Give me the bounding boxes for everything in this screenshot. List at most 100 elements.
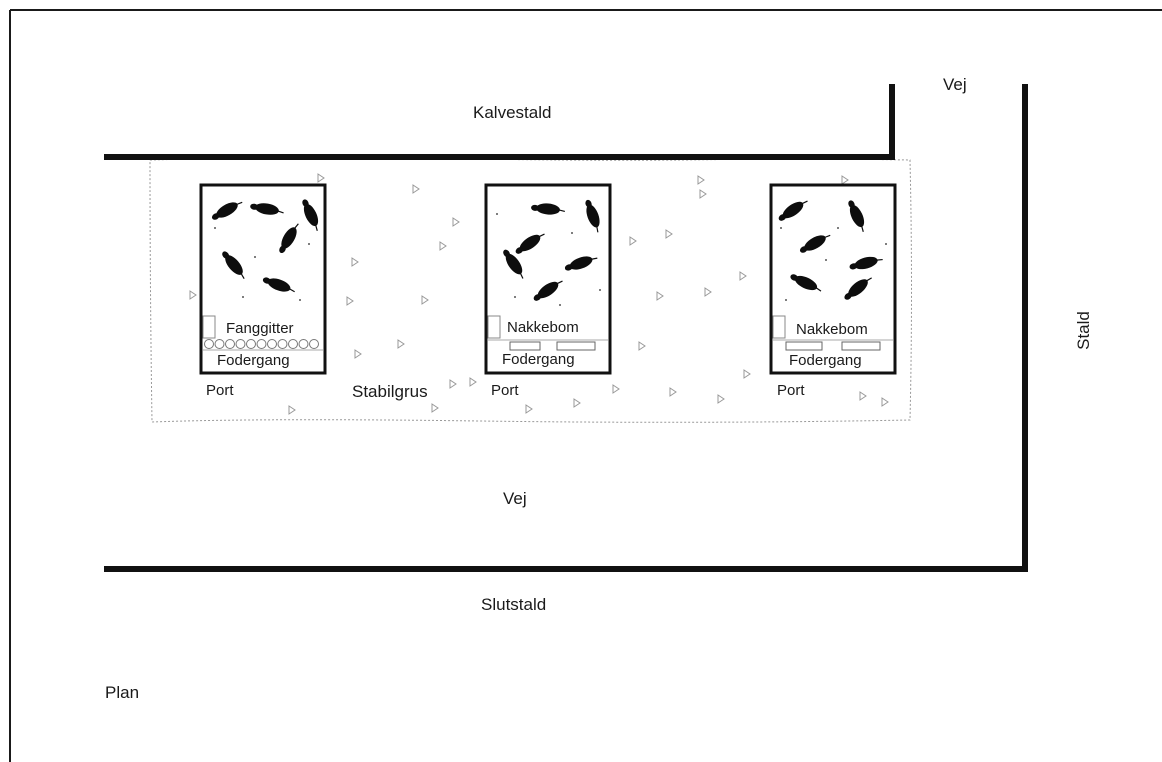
fanggitter-ring	[225, 339, 235, 349]
pen-middle-gate-label: Port	[491, 382, 519, 399]
cow-icon	[790, 274, 822, 292]
hay-speck	[308, 243, 310, 245]
road-label-middle: Vej	[503, 489, 527, 508]
hay-speck	[214, 227, 216, 229]
gravel-mark-icon	[288, 405, 296, 415]
pen-left	[199, 183, 327, 375]
hay-speck	[496, 213, 498, 215]
gravel-mark-icon	[317, 173, 325, 183]
neck-rail-segment	[509, 341, 541, 351]
fanggitter-ring	[267, 339, 277, 349]
hay-speck	[599, 289, 601, 291]
cow-icon	[302, 199, 319, 231]
gravel-mark-icon	[717, 394, 725, 404]
slutstald-label: Slutstald	[481, 595, 547, 614]
cow-icon	[585, 199, 600, 233]
gravel-mark-icon	[629, 236, 637, 246]
neck-rail-segment	[841, 341, 881, 351]
cow-icon	[222, 251, 245, 279]
fanggitter-ring	[288, 339, 298, 349]
pen-right-feed-label: Fodergang	[789, 352, 862, 369]
gravel-mark-icon	[638, 341, 646, 351]
gravel-mark-icon	[439, 241, 447, 251]
cows	[211, 199, 887, 306]
fanggitter-ring	[214, 339, 225, 349]
gravel-mark-icon	[743, 369, 751, 379]
hay-speck	[837, 227, 839, 229]
fanggitter-ring	[309, 339, 319, 349]
hay-speck	[780, 227, 782, 229]
cow-icon	[564, 256, 598, 271]
cow-icon	[844, 277, 872, 300]
gravel-mark-icon	[189, 290, 197, 300]
cow-icon	[279, 223, 299, 254]
gravel-mark-icon	[739, 271, 747, 281]
gravel-mark-icon	[449, 379, 457, 389]
gate-post	[772, 315, 786, 339]
cow-icon	[503, 249, 524, 279]
kalvestald-label: Kalvestald	[473, 103, 552, 122]
hay-speck	[254, 256, 256, 258]
hay-speck	[514, 296, 516, 298]
gravel-mark-icon	[656, 291, 664, 301]
gravel-mark-icon	[525, 404, 533, 414]
hay-speck	[242, 296, 244, 298]
hay-speck	[299, 299, 301, 301]
gravel-mark-icon	[469, 377, 477, 387]
pen-middle	[484, 183, 612, 375]
hay-speck	[571, 232, 573, 234]
pen-middle-fence-label: Nakkebom	[507, 319, 579, 336]
gravel-mark-icon	[841, 175, 849, 185]
cow-icon	[531, 203, 565, 215]
gravel-mark-icon	[452, 217, 460, 227]
cow-icon	[515, 233, 545, 254]
gravel-mark-icon	[431, 403, 439, 413]
cow-icon	[778, 200, 808, 221]
gravel-marks	[189, 173, 889, 415]
cow-icon	[849, 256, 883, 270]
fanggitter-row	[204, 339, 319, 349]
gravel-mark-icon	[665, 229, 673, 239]
cow-icon	[533, 280, 563, 301]
gravel-mark-icon	[704, 287, 712, 297]
gravel-mark-icon	[699, 189, 707, 199]
hay-speck	[825, 259, 827, 261]
pen-boundary	[484, 183, 612, 375]
road-label-top: Vej	[943, 75, 967, 94]
neck-rail-segment	[785, 341, 823, 351]
pen-left-feed-label: Fodergang	[217, 352, 290, 369]
cow-icon	[799, 234, 831, 253]
gravel-mark-icon	[859, 391, 867, 401]
gate-post	[202, 315, 216, 339]
gravel-mark-icon	[421, 295, 429, 305]
fanggitter-ring	[235, 339, 246, 349]
stald-label: Stald	[1073, 311, 1093, 350]
stabilgrus-label: Stabilgrus	[352, 382, 428, 401]
gate-post	[487, 315, 501, 339]
pen-boundary	[769, 183, 897, 375]
fanggitter-ring	[204, 339, 214, 349]
pen-left-gate-label: Port	[206, 382, 234, 399]
gravel-mark-icon	[881, 397, 889, 407]
cow-icon	[262, 277, 295, 293]
neck-rail-segment	[556, 341, 596, 351]
fanggitter-ring	[246, 339, 256, 349]
cow-icon	[250, 203, 284, 215]
gravel-mark-icon	[412, 184, 420, 194]
pen-left-fence-label: Fanggitter	[226, 320, 294, 337]
gravel-mark-icon	[397, 339, 405, 349]
fanggitter-ring	[277, 339, 288, 349]
gravel-mark-icon	[354, 349, 362, 359]
fanggitter-ring	[256, 339, 267, 349]
gravel-mark-icon	[697, 175, 705, 185]
hay-speck	[785, 299, 787, 301]
fanggitter-ring	[298, 339, 309, 349]
hay-speck	[559, 304, 561, 306]
pen-boundary	[199, 183, 327, 375]
gravel-mark-icon	[346, 296, 354, 306]
plan-label: Plan	[105, 683, 140, 702]
pen-middle-feed-label: Fodergang	[502, 351, 575, 368]
cow-icon	[848, 200, 865, 232]
